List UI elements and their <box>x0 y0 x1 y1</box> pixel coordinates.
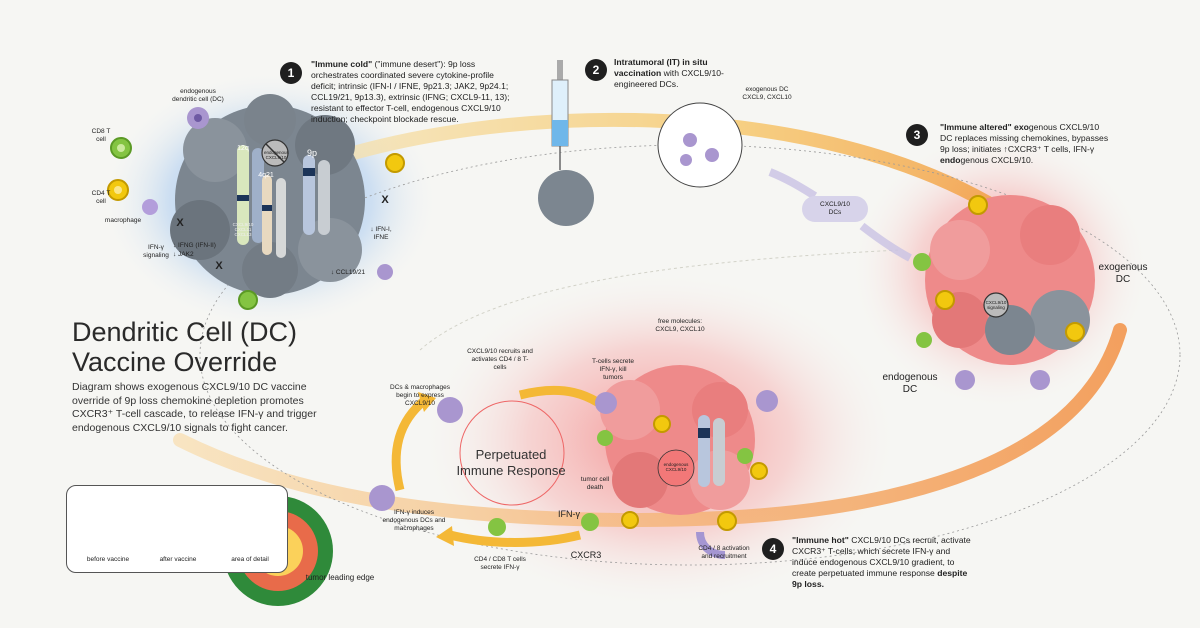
small-tumor <box>538 170 594 226</box>
label-tumor-death: tumor cell death <box>580 476 610 491</box>
step-3-badge: 3 <box>906 124 928 146</box>
step-3-text: "Immune altered" exogenous CXCL9/10 DC r… <box>940 122 1109 165</box>
syringe <box>551 60 569 170</box>
step-1-badge: 1 <box>280 62 302 84</box>
cycle-arrow-left <box>448 530 582 547</box>
arc-bottom <box>173 323 1127 528</box>
label-endogenous-cxcl: endogenous CXCL9/10 <box>663 462 689 472</box>
label-cd4: CD4 T cell <box>91 190 111 205</box>
step-4-text: "Immune hot" CXCL9/10 DCs recruit, activ… <box>792 535 971 589</box>
label-before-vaccine: before vaccine <box>86 556 130 563</box>
label-after-vaccine: after vaccine <box>159 556 197 563</box>
perp-ring <box>459 400 565 506</box>
label-endog-cxcl-small: endogenous CXCL9/10 <box>264 150 289 160</box>
hot-tumor <box>600 365 755 515</box>
label-ifng-ii: ↓ IFNG (IFN-II) <box>173 242 216 249</box>
cross-mark-3: X <box>215 260 223 272</box>
ring-dotted <box>419 249 901 351</box>
label-jak2: ↓ JAK2 <box>173 251 194 258</box>
purple-arrow-3 <box>696 531 726 559</box>
label-cxcl-genes: CXCL9/10 CXCL11 CXCL13 <box>232 222 254 237</box>
step-2-badge: 2 <box>585 59 607 81</box>
label-exo-dc-big: exogenous DC <box>1098 262 1148 285</box>
endog-cxcl-circle <box>657 449 695 487</box>
chromosomes-cold <box>237 145 330 258</box>
label-cd48-activation: CD4 / 8 activation and recruitment <box>698 545 750 560</box>
label-cxcl-signaling: CXCL9/10 signaling <box>985 300 1007 310</box>
histology-inset <box>66 485 288 573</box>
cxcl-signal-altered <box>983 292 1009 318</box>
label-recruits: CXCL9/10 recruits and activates CD4 / 8 … <box>467 348 533 371</box>
label-ifn-signaling: IFN-γ signaling <box>143 244 169 259</box>
label-tcells-secrete: T-cells secrete IFN-γ, kill tumors <box>592 358 634 381</box>
perpetuated-label: Perpetuated Immune Response <box>456 447 566 478</box>
label-ifn-i: ↓ IFN-I, IFNE <box>370 226 392 241</box>
label-area-detail: area of detail <box>231 556 269 563</box>
cross-mark-1: X <box>176 217 184 229</box>
label-cd48-secrete: CD4 / CD8 T cells secrete IFN-γ <box>474 556 526 571</box>
label-macrophage: macrophage <box>104 217 142 224</box>
exo-dc-inset <box>657 102 743 188</box>
label-12q: 12q <box>237 145 249 152</box>
label-cxcr3: CXCR3 <box>570 550 602 560</box>
label-cd8: CD8 T cell <box>91 128 111 143</box>
purple-arrow-1 <box>768 168 818 200</box>
label-exo-dc-inset: exogenous DC CXCL9, CXCL10 <box>742 86 792 101</box>
label-9p: 9p <box>306 148 317 158</box>
label-endo-dc-big: endogenous DC <box>882 372 938 395</box>
label-tumor-edge: tumor leading edge <box>305 573 375 582</box>
chromosomes-hot <box>698 415 725 487</box>
label-ifng: IFN-γ <box>558 509 580 519</box>
page-title: Dendritic Cell (DC) Vaccine Override <box>72 317 298 377</box>
label-endogenous-dc: endogenous dendritic cell (DC) <box>172 88 224 103</box>
label-4q21: 4q21 <box>258 172 274 179</box>
page-description: Diagram shows exogenous CXCL9/10 DC vacc… <box>72 381 317 434</box>
label-ifn-induces: IFN-γ induces endogenous DCs and macroph… <box>382 509 446 532</box>
cross-mark-2: X <box>381 194 389 206</box>
label-free-molecules: free molecules: CXCL9, CXCL10 <box>655 318 705 333</box>
step-2-text: Intratumoral (IT) in situ vaccination wi… <box>614 57 724 89</box>
step-4-badge: 4 <box>762 538 784 560</box>
label-dcs-express: DCs & macrophages begin to express CXCL9… <box>390 384 450 407</box>
macrophage-cell <box>142 199 158 215</box>
purple-arrow-2 <box>859 222 912 262</box>
cycle-arrow-up <box>391 396 428 492</box>
label-ccl: ↓ CCL19/21 <box>330 269 366 276</box>
step-1-text: "Immune cold" ("immune desert"): 9p loss… <box>311 59 510 124</box>
